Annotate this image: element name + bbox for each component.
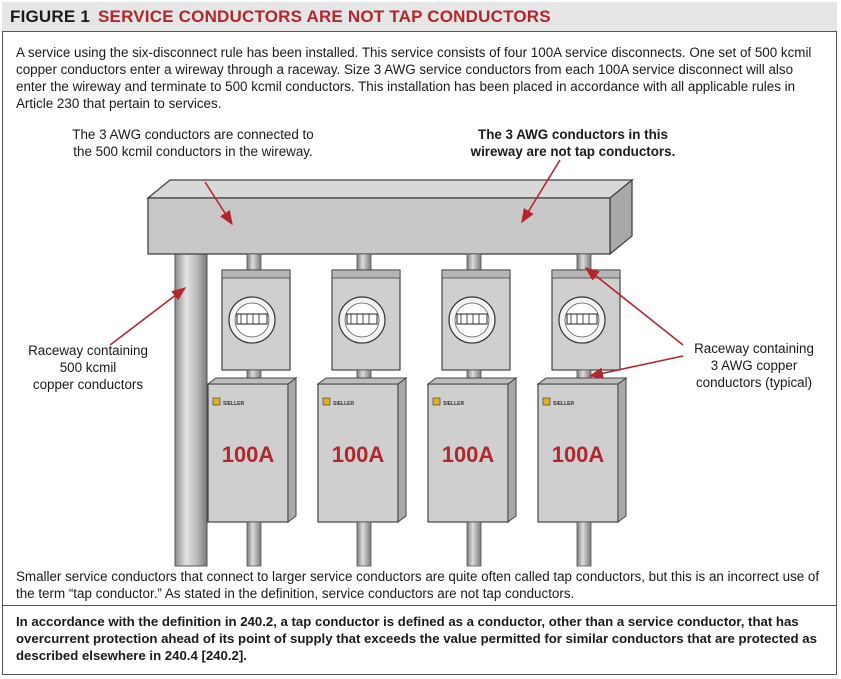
conduit-below [466, 521, 482, 567]
brand-label: SIELLER [333, 401, 355, 407]
brand-label: SIELLER [553, 401, 575, 407]
intro-paragraph: A service using the six-disconnect rule … [16, 45, 812, 111]
wireway [146, 178, 634, 256]
arrow-raceway-3awg-top [584, 267, 684, 346]
assembly-3 [426, 253, 518, 567]
callout-connected: The 3 AWG conductors are connected to th… [72, 127, 314, 159]
brand-label: SIELLER [223, 401, 245, 407]
conduit-below [246, 521, 262, 567]
brand-logo-icon [542, 397, 551, 406]
figure-number: FIGURE 1 [10, 6, 91, 26]
outro-paragraph: Smaller service conductors that connect … [16, 569, 820, 601]
brand-label: SIELLER [443, 401, 465, 407]
disconnect-rating: 100A [552, 442, 605, 467]
disconnect-rating: 100A [222, 442, 275, 467]
meter-enclosure [221, 269, 291, 371]
definition-text: In accordance with the definition in 240… [16, 614, 817, 663]
figure-title: SERVICE CONDUCTORS ARE NOT TAP CONDUCTOR… [98, 6, 551, 26]
assembly-2 [316, 253, 408, 567]
meter-enclosure [441, 269, 511, 371]
callout-raceway-500kcmil: Raceway containing 500 kcmil copper cond… [28, 343, 148, 392]
assembly-1 [206, 253, 298, 567]
brand-logo-icon [432, 397, 441, 406]
disconnect-rating: 100A [332, 442, 385, 467]
definition-box: In accordance with the definition in 240… [2, 605, 837, 675]
assembly-4 [536, 253, 628, 567]
figure-header: FIGURE 1 SERVICE CONDUCTORS ARE NOT TAP … [2, 2, 837, 32]
callout-not-tap: The 3 AWG conductors in this wireway are… [470, 127, 676, 159]
brand-logo-icon [322, 397, 331, 406]
raceway-500kcmil [174, 253, 208, 567]
meter-enclosure [551, 269, 621, 371]
brand-logo-icon [212, 397, 221, 406]
arrow-not-tap [521, 159, 561, 224]
raceway-3awg [576, 253, 592, 271]
raceway-3awg [466, 253, 482, 271]
arrow-connected [204, 181, 233, 226]
arrow-raceway-3awg-bottom [588, 355, 684, 379]
raceway-3awg [246, 253, 262, 271]
arrow-raceway-500 [109, 287, 187, 346]
raceway-3awg [356, 253, 372, 271]
meter-enclosure [331, 269, 401, 371]
disconnect-enclosure [536, 377, 628, 523]
conduit-below [356, 521, 372, 567]
callout-raceway-3awg: Raceway containing 3 AWG copper conducto… [694, 341, 814, 390]
conduit-below [576, 521, 592, 567]
disconnect-enclosure [206, 377, 298, 523]
disconnect-enclosure [316, 377, 408, 523]
disconnect-rating: 100A [442, 442, 495, 467]
